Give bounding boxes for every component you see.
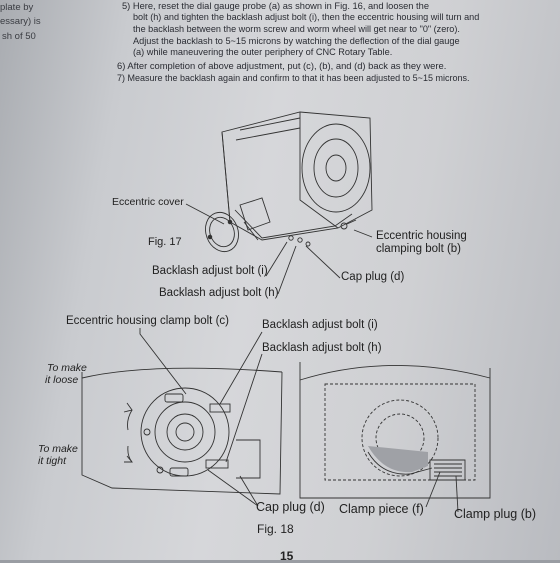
fig17-label-eccentric-cover: Eccentric cover [112,196,184,208]
fig18-label-clamp-bolt-c: Eccentric housing clamp bolt (c) [66,315,229,327]
margin-text-1: plate by [0,2,34,13]
fig18-label-tight-1: To make [38,443,78,455]
step-7: 7) Measure the backlash again and confir… [117,73,470,83]
fig17-label-backlash-i: Backlash adjust bolt (i) [152,265,268,277]
fig18-label-backlash-i: Backlash adjust bolt (i) [262,319,378,331]
fig18-label-cap-plug: Cap plug (d) [256,500,325,514]
step-6: 6) After completion of above adjustment,… [117,60,447,71]
fig17-label-eccentric-housing: Eccentric housing [376,230,467,242]
fig18-label-clamp-piece: Clamp piece (f) [339,502,424,516]
margin-text-3: sh of 50 [2,31,36,42]
step-5-line-3: the backlash between the worm screw and … [133,24,460,34]
fig17-label-backlash-h: Backlash adjust bolt (h) [159,287,279,299]
fig18-caption: Fig. 18 [257,522,294,536]
fig18-left-view [81,367,283,495]
fig18-label-loose-2: it loose [45,374,79,386]
fig17-label-clamping-bolt: clamping bolt (b) [376,243,462,255]
margin-text-2: essary) is [0,16,41,27]
step-5-line-1: 5) Here, reset the dial gauge probe (a) … [122,1,429,11]
eccentric-cover-disk [205,211,239,253]
fig18-right-view [299,362,491,499]
fig18-label-tight-2: it tight [38,455,67,467]
step-5-line-5: (a) while maneuvering the outer peripher… [133,47,393,57]
fig18-label-loose-1: To make [47,362,87,374]
fig17-label-cap-plug: Cap plug (d) [341,271,405,283]
fig18-label-backlash-h: Backlash adjust bolt (h) [262,342,382,354]
step-5-line-4: Adjust the backlash to 5~15 microns by w… [133,36,460,46]
page-number: 15 [280,549,294,563]
fig17-rotary-table [221,111,373,241]
step-5-line-2: bolt (h) and tighten the backlash adjust… [133,12,480,22]
fig17-caption: Fig. 17 [148,236,182,248]
fig18-label-clamp-plug: Clamp plug (b) [454,507,536,521]
